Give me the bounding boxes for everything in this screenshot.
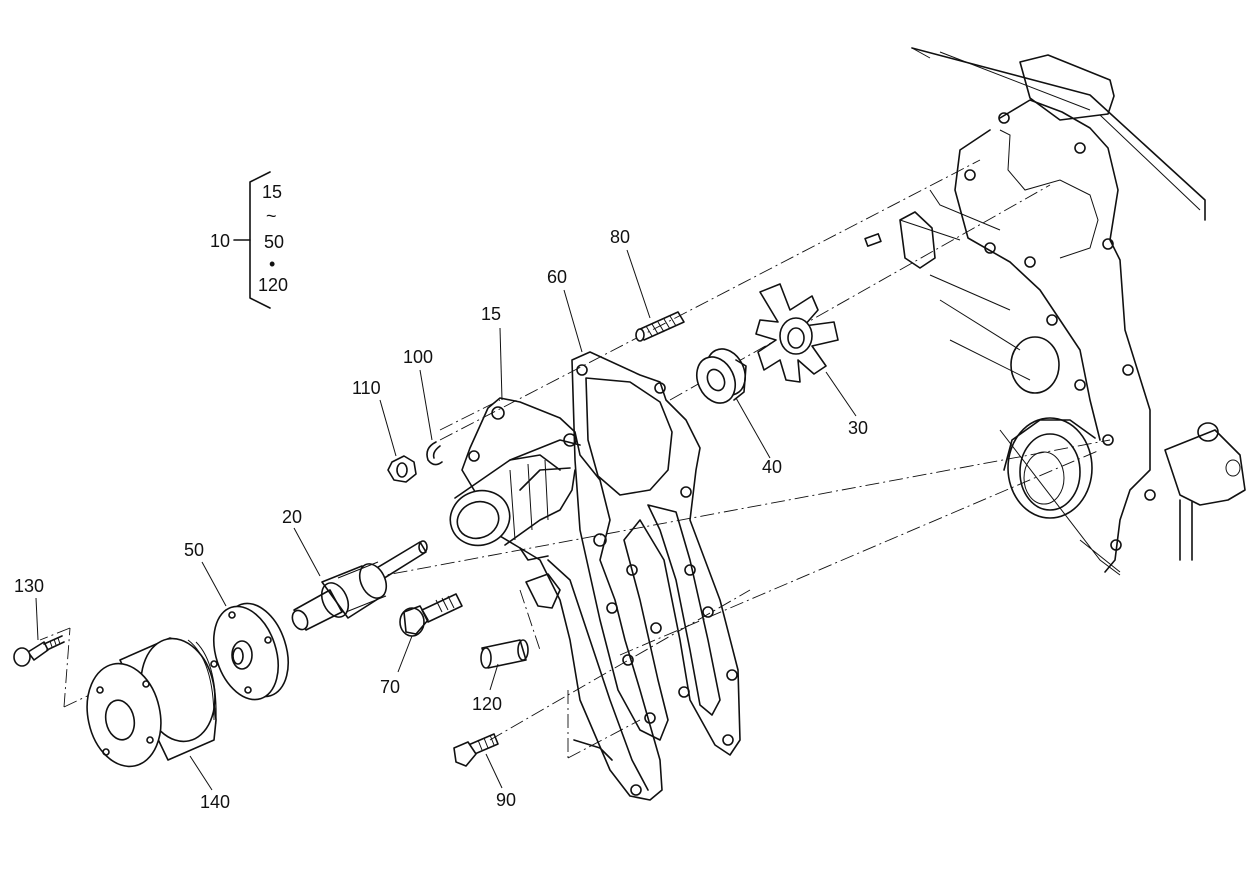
shaft-bearing-20 xyxy=(291,540,428,631)
washer-100 xyxy=(426,441,443,466)
callout-80: 80 xyxy=(610,227,630,247)
engine-block-outline xyxy=(864,47,1246,576)
dowel-pin-120 xyxy=(480,639,529,669)
legend-extra-number: 120 xyxy=(258,275,288,295)
callout-90: 90 xyxy=(496,790,516,810)
impeller-30 xyxy=(755,283,839,383)
legend-range-symbol: ~ xyxy=(266,206,277,226)
callout-40: 40 xyxy=(762,457,782,477)
callout-20: 20 xyxy=(282,507,302,527)
pulley-140 xyxy=(86,637,217,768)
gasket-part-60 xyxy=(571,351,741,756)
callout-15: 15 xyxy=(481,304,501,324)
callout-140: 140 xyxy=(200,792,230,812)
callout-60: 60 xyxy=(547,267,567,287)
leader-lines xyxy=(35,249,857,791)
legend-from-number: 15 xyxy=(262,182,282,202)
callout-110: 110 xyxy=(352,378,381,398)
legend-to-number: 50 xyxy=(264,232,284,252)
mechanical-seal-40 xyxy=(695,348,747,404)
callout-30: 30 xyxy=(848,418,868,438)
callout-labels: 15 60 80 20 50 130 110 100 70 120 90 40 … xyxy=(14,227,868,812)
callout-100: 100 xyxy=(403,347,433,367)
callout-50: 50 xyxy=(184,540,204,560)
callout-70: 70 xyxy=(380,677,400,697)
bolt-90 xyxy=(453,733,499,767)
legend-bullet: • xyxy=(269,254,275,274)
pulley-hub-50 xyxy=(210,602,289,701)
nut-110 xyxy=(387,455,417,483)
bolt-70 xyxy=(399,593,463,637)
callout-130: 130 xyxy=(14,576,44,596)
water-pump-housing-15 xyxy=(449,397,663,801)
assembly-legend: 10 15 ~ 50 • 120 xyxy=(210,171,288,309)
stud-80 xyxy=(635,311,685,342)
legend-main-number: 10 xyxy=(210,231,230,251)
callout-120: 120 xyxy=(472,694,502,714)
bolt-130 xyxy=(13,635,65,667)
